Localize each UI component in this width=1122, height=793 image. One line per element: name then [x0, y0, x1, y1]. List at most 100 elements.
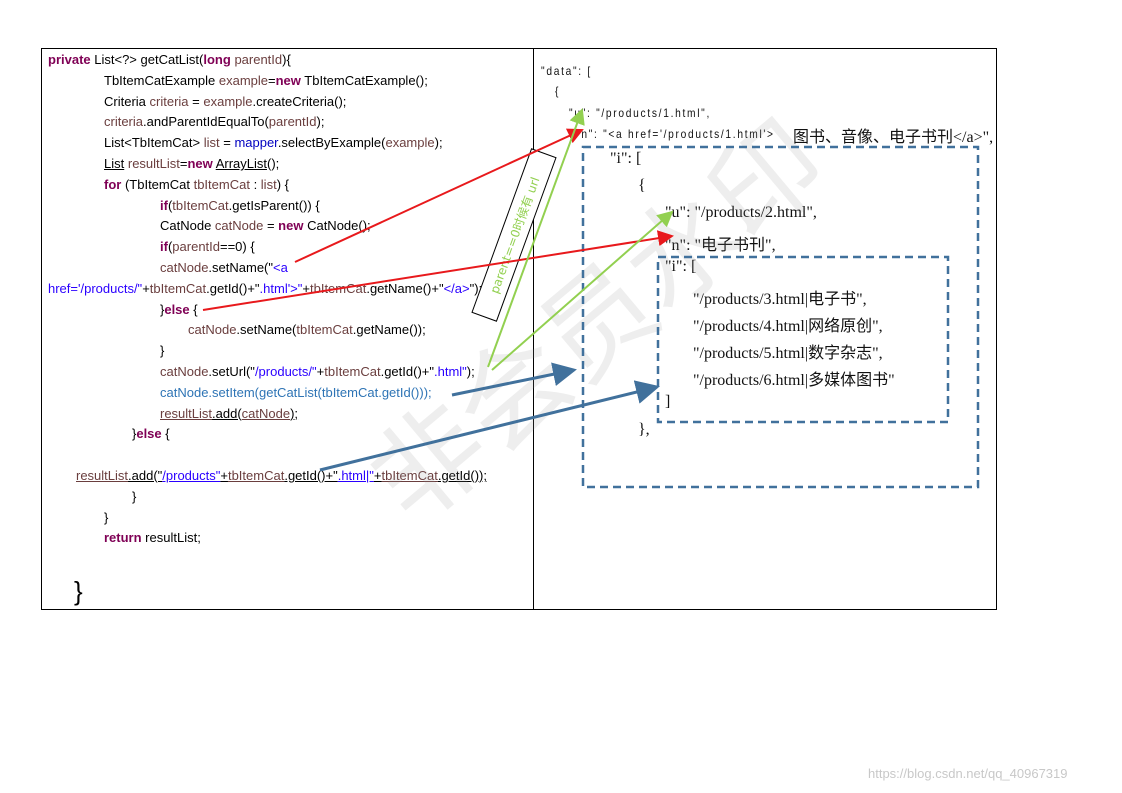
red-arrow-name-child: [202, 230, 674, 311]
code-text: List<?> getCatList(: [90, 52, 204, 67]
code-text: =: [188, 94, 204, 109]
json-line-4b: 图书、音像、电子书刊</a>",: [793, 129, 994, 146]
code-text: .getName());: [352, 322, 426, 337]
code-text: }: [104, 510, 109, 525]
code-text: TbItemCatExample();: [300, 73, 428, 88]
code-line-10: if(parentId==0) {: [160, 239, 255, 254]
blue-arrow-leaf: [319, 380, 660, 472]
json-line-11: "/products/4.html|网络原创",: [693, 318, 883, 335]
variable: resultList: [76, 468, 129, 483]
code-text: CatNode();: [303, 218, 371, 233]
variable: catNode: [188, 322, 237, 337]
code-line-2: TbItemCatExample example=new TbItemCatEx…: [104, 73, 428, 88]
column-divider: [533, 48, 534, 610]
variable: catNode: [241, 406, 291, 421]
code-text: .setName(": [208, 260, 273, 275]
code-line-19: }else {: [132, 426, 170, 441]
variable: resultList: [127, 156, 180, 171]
code-line-9: CatNode catNode = new CatNode();: [160, 218, 371, 233]
code-text: =: [263, 218, 279, 233]
code-text: CatNode: [160, 218, 215, 233]
string: .html": [433, 364, 467, 379]
code-line-14: catNode.setName(tbItemCat.getName());: [188, 322, 426, 337]
code-text: List: [104, 156, 125, 171]
code-text: =: [268, 73, 276, 88]
code-text: ();: [266, 156, 280, 171]
code-line-13: }else {: [160, 302, 198, 317]
code-text: +: [316, 364, 325, 379]
code-line-7: for (TbItemCat tbItemCat : list) {: [104, 177, 289, 192]
code-text: ArrayList: [215, 156, 267, 171]
variable: criteria: [149, 94, 189, 109]
code-line-22: }: [104, 510, 108, 525]
variable: tbItemCat: [172, 198, 229, 213]
code-line-1: private List<?> getCatList(long parentId…: [48, 52, 291, 67]
variable: parentId: [268, 114, 317, 129]
keyword: if: [160, 198, 168, 213]
keyword: new: [275, 73, 301, 88]
code-text: =: [179, 156, 188, 171]
keyword: else: [136, 426, 162, 441]
code-text: catNode.setItem(getCatList(tbItemCat.get…: [160, 385, 432, 400]
green-arrow-url-child: [491, 210, 674, 371]
variable: parentId: [172, 239, 220, 254]
code-text: ==0) {: [220, 239, 255, 254]
keyword: return: [104, 530, 142, 545]
variable: list: [260, 177, 277, 192]
keyword: long: [203, 52, 231, 67]
code-text: :: [249, 177, 261, 192]
code-text: .createCriteria();: [252, 94, 347, 109]
code-text: .setName(: [236, 322, 297, 337]
string: .html'>": [259, 281, 303, 296]
variable: resultList: [160, 406, 213, 421]
variable: parentId: [234, 52, 283, 67]
code-line-15: }: [160, 343, 164, 358]
code-line-24: }: [74, 576, 83, 606]
code-text: .add(: [212, 406, 242, 421]
code-text: .andParentIdEqualTo(: [143, 114, 269, 129]
code-line-20: resultList.add("/products"+tbItemCat.get…: [76, 468, 487, 483]
code-text: ){: [282, 52, 291, 67]
code-text: .add(": [128, 468, 163, 483]
code-line-8: if(tbItemCat.getIsParent()) {: [160, 198, 320, 213]
code-text: .getId()+": [284, 468, 338, 483]
field: mapper: [234, 135, 278, 150]
credit-text: https://blog.csdn.net/qq_40967319: [868, 766, 1068, 781]
green-arrow-url-root: [487, 108, 585, 368]
variable: example: [385, 135, 435, 150]
json-line-13: "/products/6.html|多媒体图书": [693, 372, 895, 389]
code-text: (: [167, 239, 173, 254]
code-text: }: [132, 426, 137, 441]
code-line-5: List<TbItemCat> list = mapper.selectByEx…: [104, 135, 443, 150]
code-text: List<TbItemCat>: [104, 135, 204, 150]
code-line-3: Criteria criteria = example.createCriter…: [104, 94, 346, 109]
variable: tbItemCat: [381, 468, 438, 483]
code-text: );: [434, 135, 443, 150]
variable: criteria: [104, 114, 144, 129]
string: .html|": [337, 468, 374, 483]
variable: catNode: [214, 218, 264, 233]
keyword: new: [278, 218, 304, 233]
code-text: .getId()+": [380, 364, 434, 379]
code-text: );: [466, 364, 475, 379]
code-line-4: criteria.andParentIdEqualTo(parentId);: [104, 114, 324, 129]
code-line-17: catNode.setItem(getCatList(tbItemCat.get…: [160, 385, 432, 400]
variable: catNode: [160, 260, 209, 275]
variable: example: [203, 94, 253, 109]
code-text: );: [290, 406, 299, 421]
content-frame: [41, 48, 997, 610]
code-text: (TbItemCat: [121, 177, 194, 192]
code-line-6: List resultList=new ArrayList();: [104, 156, 279, 171]
json-line-2: {: [555, 84, 561, 98]
code-text: }: [160, 302, 165, 317]
outer-dashed-box: [581, 145, 980, 489]
string: href='/products/": [48, 281, 143, 296]
string: </a>: [443, 281, 470, 296]
blue-arrow-item: [451, 362, 577, 397]
keyword: new: [187, 156, 213, 171]
json-line-14: ]: [665, 393, 671, 410]
code-text: =: [219, 135, 235, 150]
string: /products/": [254, 364, 317, 379]
variable: tbItemCat: [296, 322, 353, 337]
